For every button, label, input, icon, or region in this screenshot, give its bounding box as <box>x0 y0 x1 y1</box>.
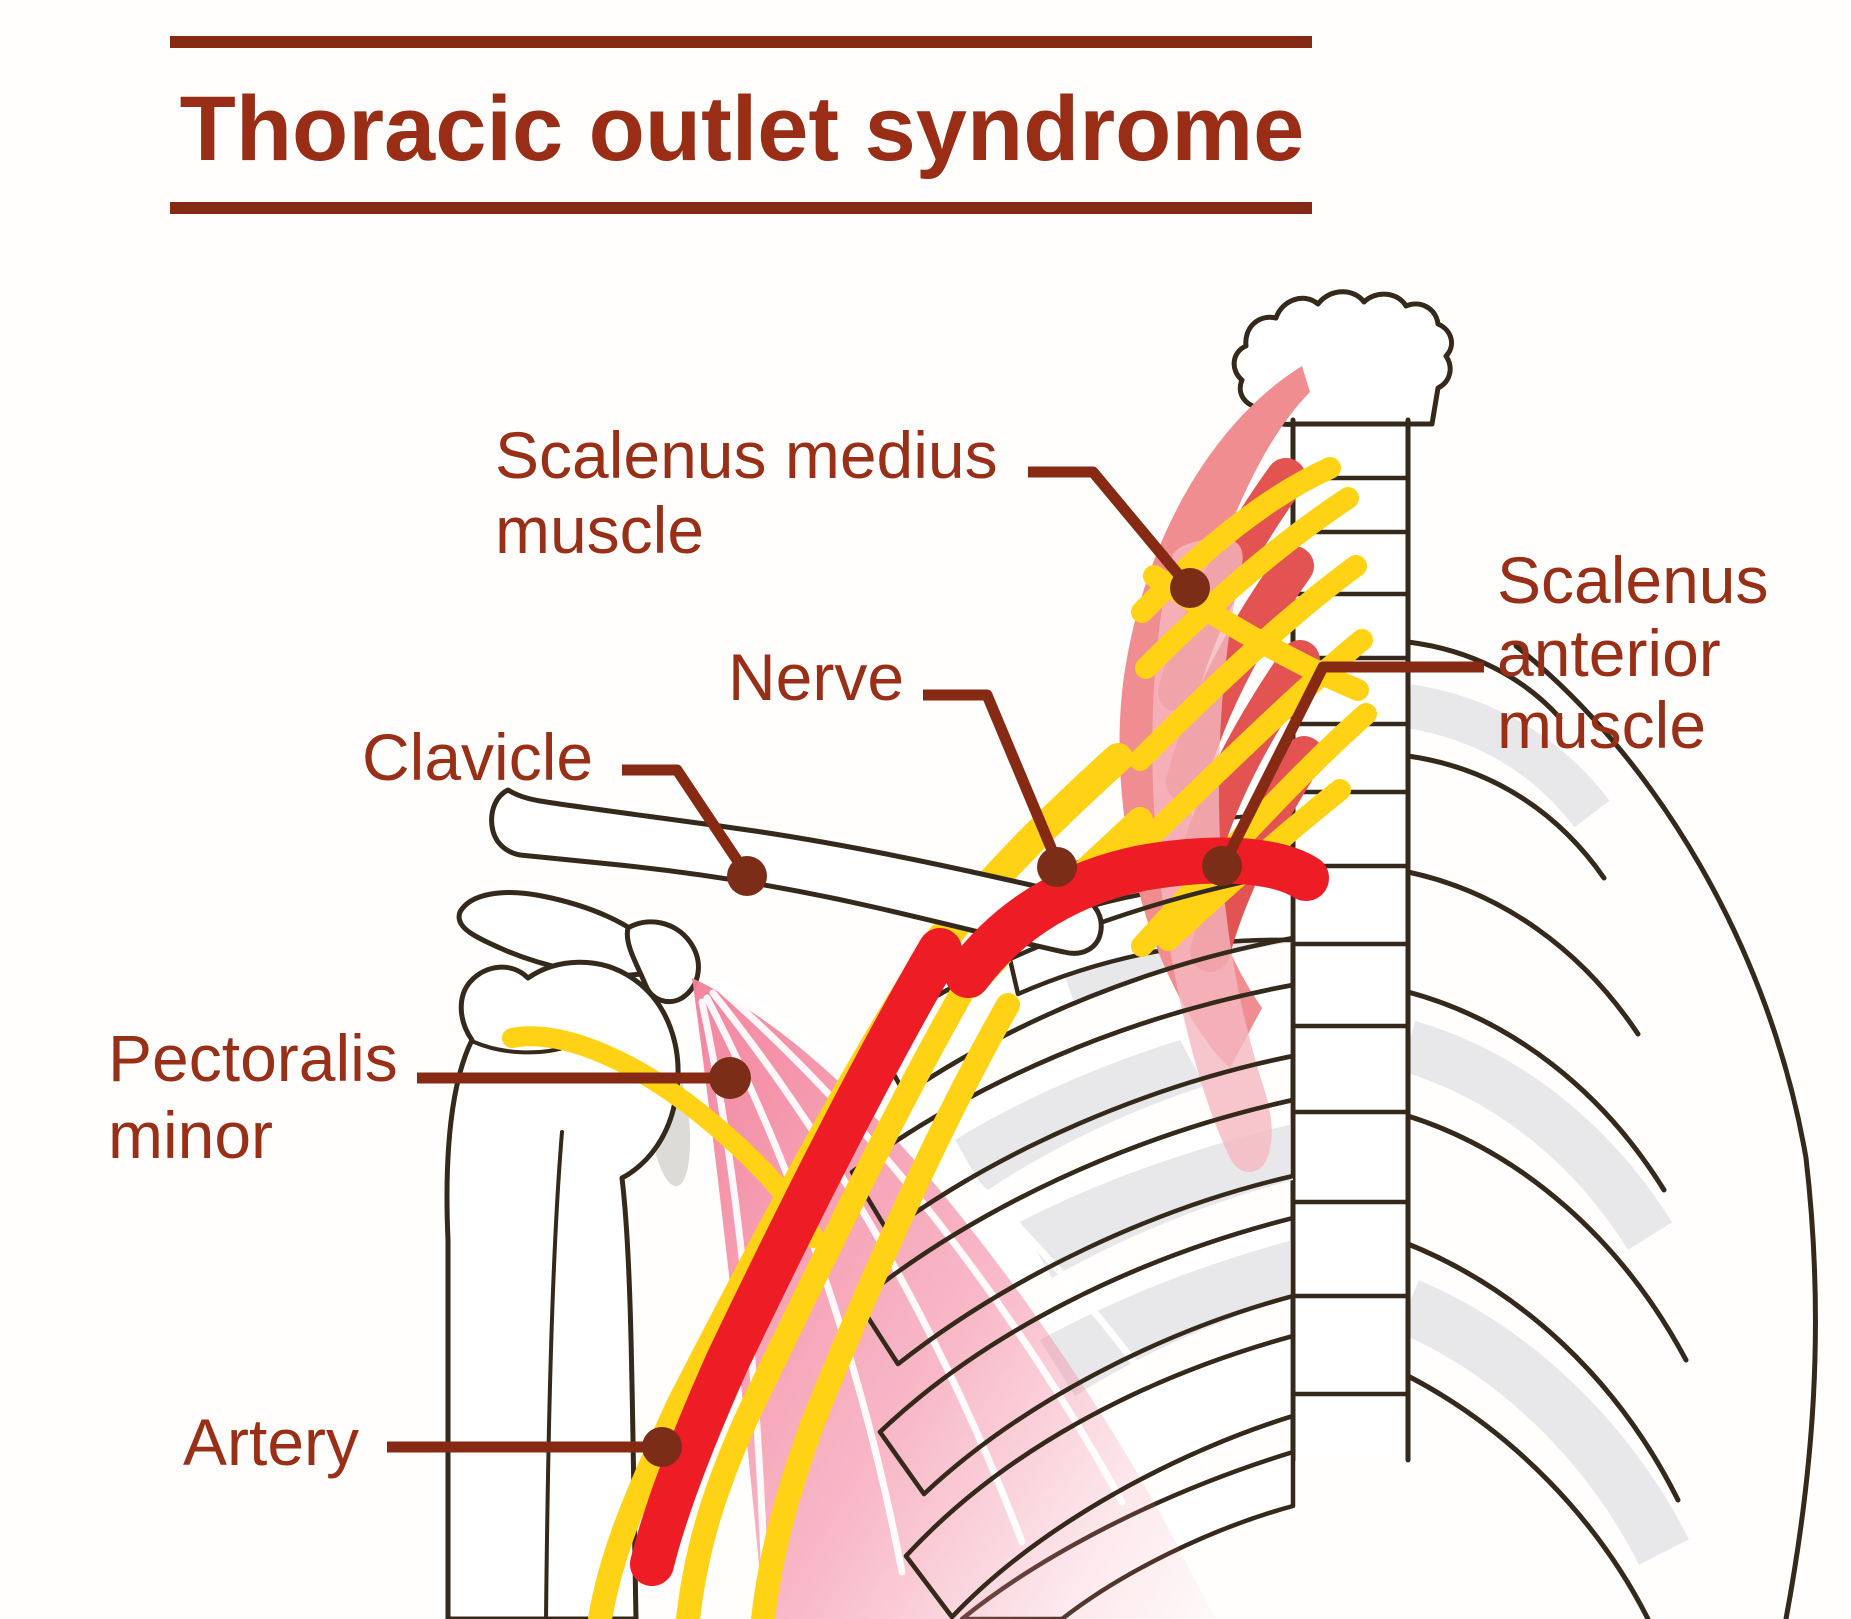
rib-outline <box>877 1215 1296 1497</box>
rib <box>1405 869 1641 1037</box>
humerus-ridge-line <box>544 1130 564 1619</box>
label-scalenus-medius: Scalenus medius <box>495 418 998 492</box>
callout-scalenus-anterior: Scalenus anterior muscle <box>1202 543 1769 886</box>
rib <box>1405 1373 1651 1619</box>
label-scalenus-anterior-line3: muscle <box>1497 688 1706 762</box>
callout-line <box>923 689 1063 865</box>
rib-shading <box>1020 1124 1293 1278</box>
muscle-fiber-stripe <box>715 984 1126 1506</box>
label-scalenus-medius-line2: muscle <box>495 493 704 567</box>
callout-dot <box>1202 846 1242 886</box>
rib-outline <box>855 1097 1296 1367</box>
artery-arch <box>945 837 1329 998</box>
title-rule-bottom <box>170 202 1312 214</box>
callout-artery: Artery <box>183 1405 682 1479</box>
nerve-strand <box>751 993 1020 1619</box>
callout-nerve: Nerve <box>728 640 1077 887</box>
page-title: Thoracic outlet syndrome <box>180 78 1305 180</box>
callout-dot <box>1037 847 1077 887</box>
label-artery: Artery <box>183 1405 359 1479</box>
label-scalenus-anterior-line2: anterior <box>1497 616 1721 690</box>
rib <box>1405 1241 1681 1503</box>
humerus-bone <box>444 959 681 1619</box>
label-pectoralis-line2: minor <box>108 1098 273 1172</box>
rib-shading <box>1396 1280 1689 1565</box>
coracoid-process <box>624 919 701 1004</box>
rib-outline <box>903 1333 1296 1619</box>
callout-dot <box>642 1427 682 1467</box>
callout-dot <box>727 856 767 896</box>
rib-outline <box>849 982 1296 1235</box>
shoulder-bones <box>444 890 701 1619</box>
thorax-outline <box>1513 643 1818 1619</box>
nerve-root <box>1129 555 1367 771</box>
artery-descending <box>630 928 962 1586</box>
title-block: Thoracic outlet syndrome <box>170 36 1312 214</box>
callout-dot <box>1170 568 1210 608</box>
callout-dot <box>709 1057 751 1099</box>
rib-shading <box>1040 1240 1293 1396</box>
callout-clavicle: Clavicle <box>362 720 767 896</box>
nerve-root <box>1131 703 1377 957</box>
rib-shading <box>1400 1021 1673 1250</box>
rib <box>1405 989 1667 1193</box>
nerve-root <box>1135 487 1359 679</box>
rib-cage-right <box>1396 639 1818 1619</box>
title-rule-top <box>170 36 1312 48</box>
label-clavicle: Clavicle <box>362 720 593 794</box>
label-scalenus-anterior: Scalenus <box>1497 543 1769 617</box>
muscle-fiber-stripe <box>721 979 1216 1476</box>
rib <box>1405 639 1563 721</box>
clavicle-bone <box>489 787 1104 956</box>
neurovascular-bundle <box>502 923 1020 1619</box>
label-pectoralis: Pectoralis <box>108 1021 398 1095</box>
label-nerve: Nerve <box>728 640 904 714</box>
rib <box>1405 753 1607 881</box>
rib <box>1405 1113 1689 1363</box>
callout-line <box>1221 661 1484 863</box>
callout-scalenus-medius: Scalenus medius muscle <box>495 418 1210 608</box>
callout-line <box>1028 466 1193 590</box>
nerve-strand <box>676 958 987 1619</box>
callout-line <box>622 764 750 876</box>
rib-shading <box>1404 684 1610 828</box>
callout-pectoralis-minor: Pectoralis minor <box>108 1021 751 1172</box>
